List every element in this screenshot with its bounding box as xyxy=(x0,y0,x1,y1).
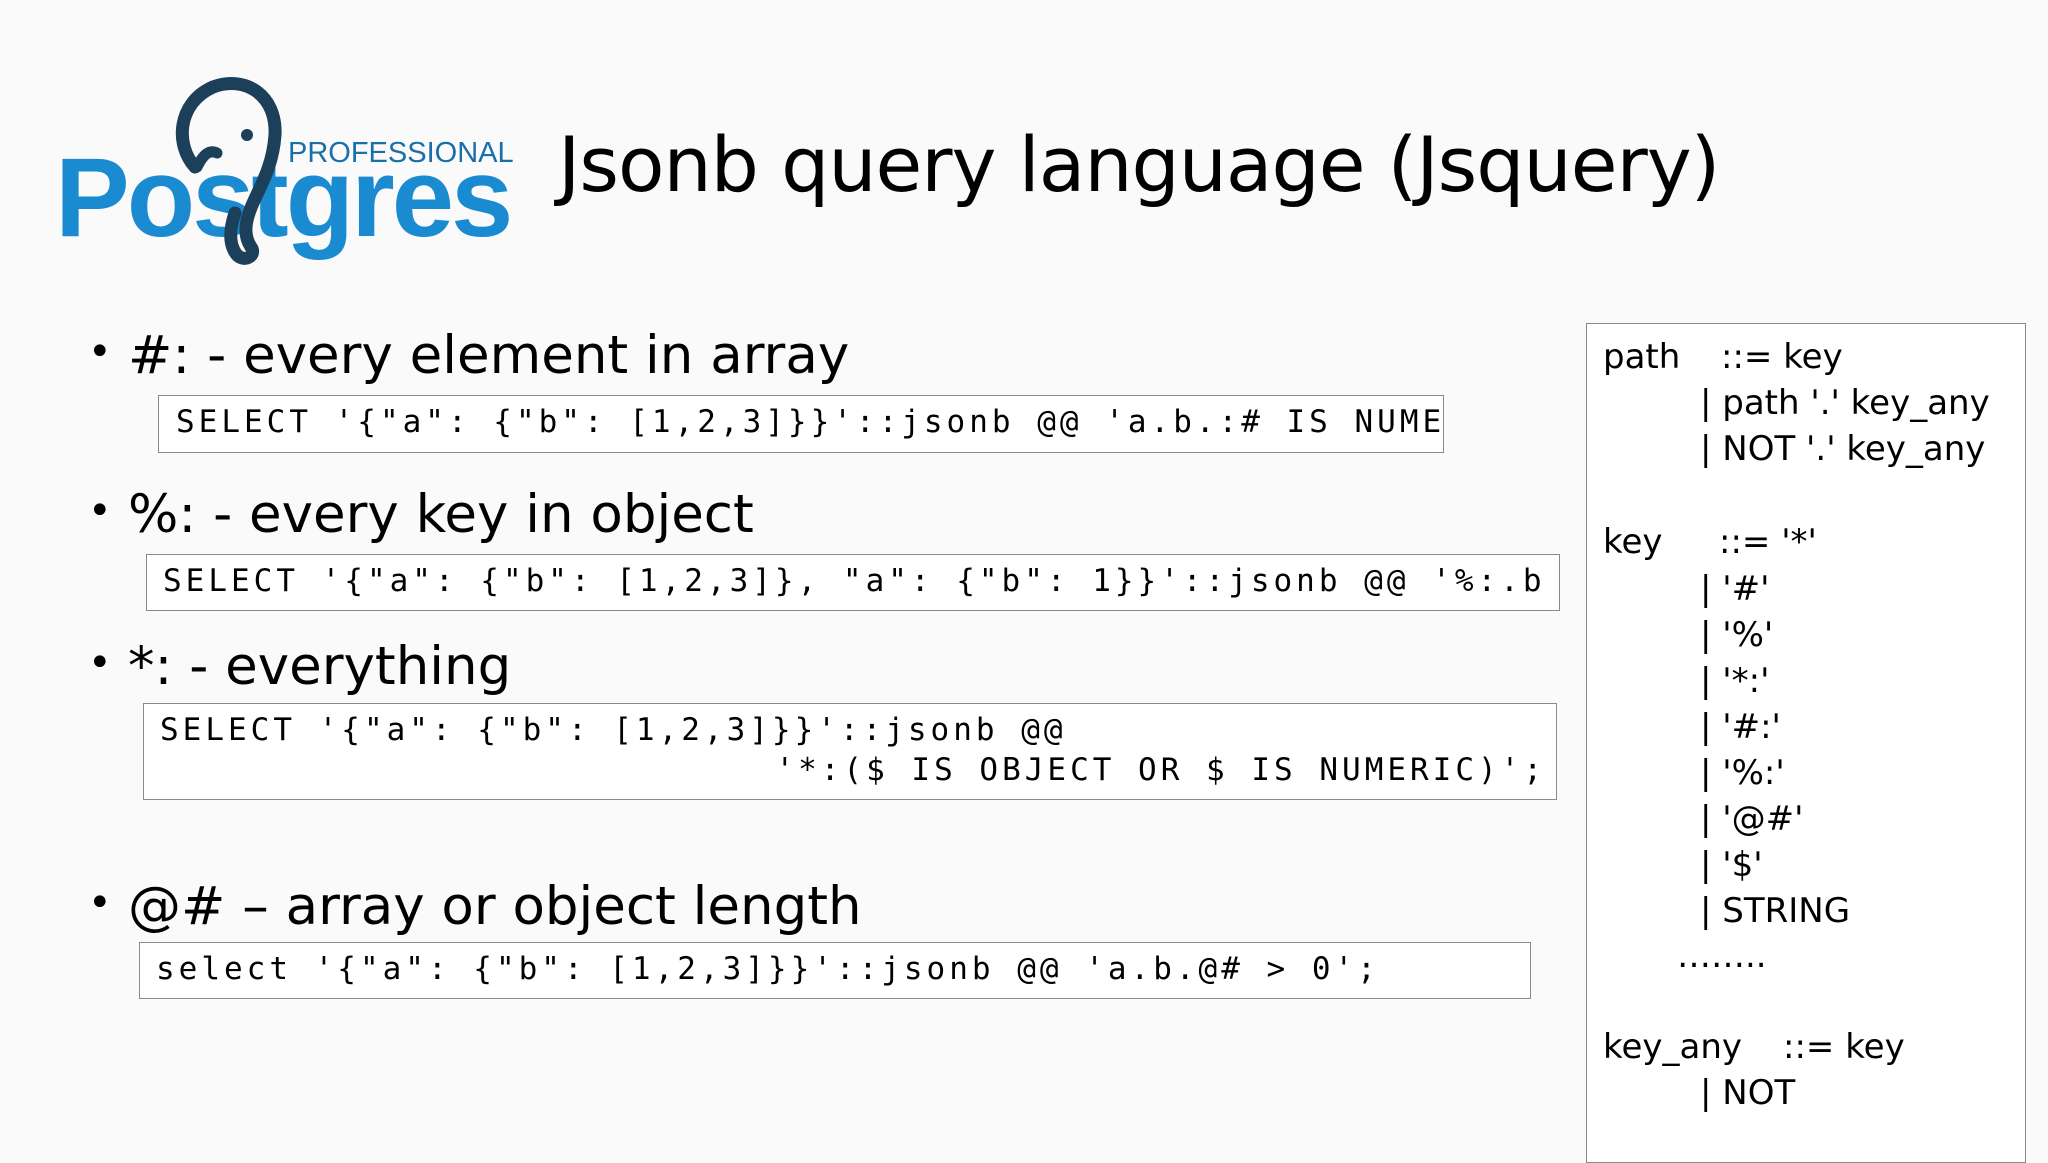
bullet-marker: • xyxy=(88,880,112,926)
bullet-everything: • *: - everything xyxy=(88,636,511,697)
code-example-everything: SELECT '{"a": {"b": [1,2,3]}}'::jsonb @@… xyxy=(143,703,1557,800)
grammar-key-alt: | '$' xyxy=(1700,845,1763,885)
code-example-length: select '{"a": {"b": [1,2,3]}}'::jsonb @@… xyxy=(139,942,1531,999)
bullet-text: @# – array or object length xyxy=(128,876,862,937)
code-line: '*:($ IS OBJECT OR $ IS NUMERIC)'; xyxy=(775,752,1546,788)
grammar-key-head: key xyxy=(1603,522,1663,562)
code-line: SELECT '{"a": {"b": [1,2,3]}}'::jsonb @@… xyxy=(176,404,1444,440)
grammar-panel: path ::= key | path '.' key_any | NOT '.… xyxy=(1586,323,2026,1163)
bullet-marker: • xyxy=(88,640,112,686)
grammar-key-alt: | STRING xyxy=(1700,891,1851,931)
bullet-length: • @# – array or object length xyxy=(88,876,862,937)
grammar-key-alt: | '@#' xyxy=(1700,799,1804,839)
grammar-key-alt: | '#' xyxy=(1700,569,1770,609)
grammar-path-def: ::= key xyxy=(1721,337,1843,377)
bullet-marker: • xyxy=(88,329,112,375)
grammar-key-alt: | '#:' xyxy=(1700,707,1781,747)
code-example-every-element: SELECT '{"a": {"b": [1,2,3]}}'::jsonb @@… xyxy=(158,395,1444,453)
code-line: select '{"a": {"b": [1,2,3]}}'::jsonb @@… xyxy=(156,951,1380,987)
bullet-text: #: - every element in array xyxy=(128,325,850,386)
bullet-marker: • xyxy=(88,488,112,534)
grammar-key-alt: | '%' xyxy=(1700,615,1774,655)
bullet-every-element: • #: - every element in array xyxy=(88,325,849,386)
grammar-path-alt: | NOT '.' key_any xyxy=(1700,429,1986,469)
grammar-ellipsis: …….. xyxy=(1677,936,1767,976)
grammar-key-any-head: key_any xyxy=(1603,1027,1743,1067)
bullet-every-key: • %: - every key in object xyxy=(88,484,754,545)
code-line: SELECT '{"a": {"b": [1,2,3]}, "a": {"b":… xyxy=(163,563,1560,599)
elephant-icon xyxy=(175,77,282,265)
page-title: Jsonb query language (Jsquery) xyxy=(558,120,1720,209)
bullet-text: *: - everything xyxy=(128,636,512,697)
code-example-every-key: SELECT '{"a": {"b": [1,2,3]}, "a": {"b":… xyxy=(146,554,1560,611)
grammar-key-any-def: ::= key xyxy=(1783,1027,1905,1067)
grammar-path-alt: | path '.' key_any xyxy=(1700,383,1990,423)
code-line: SELECT '{"a": {"b": [1,2,3]}}'::jsonb @@ xyxy=(160,712,1067,748)
grammar-key-def: ::= '*' xyxy=(1719,522,1817,562)
grammar-key-alt: | '*:' xyxy=(1700,661,1770,701)
logo-subtitle: PROFESSIONAL xyxy=(288,137,514,169)
grammar-key-alt: | '%:' xyxy=(1700,753,1785,793)
grammar-path-head: path xyxy=(1603,337,1681,377)
grammar-key-any-alt: | NOT xyxy=(1700,1073,1796,1113)
bullet-text: %: - every key in object xyxy=(128,484,754,545)
postgres-professional-logo: Postgres PROFESSIONAL xyxy=(55,75,514,275)
logo-word: Postgres xyxy=(55,135,513,260)
